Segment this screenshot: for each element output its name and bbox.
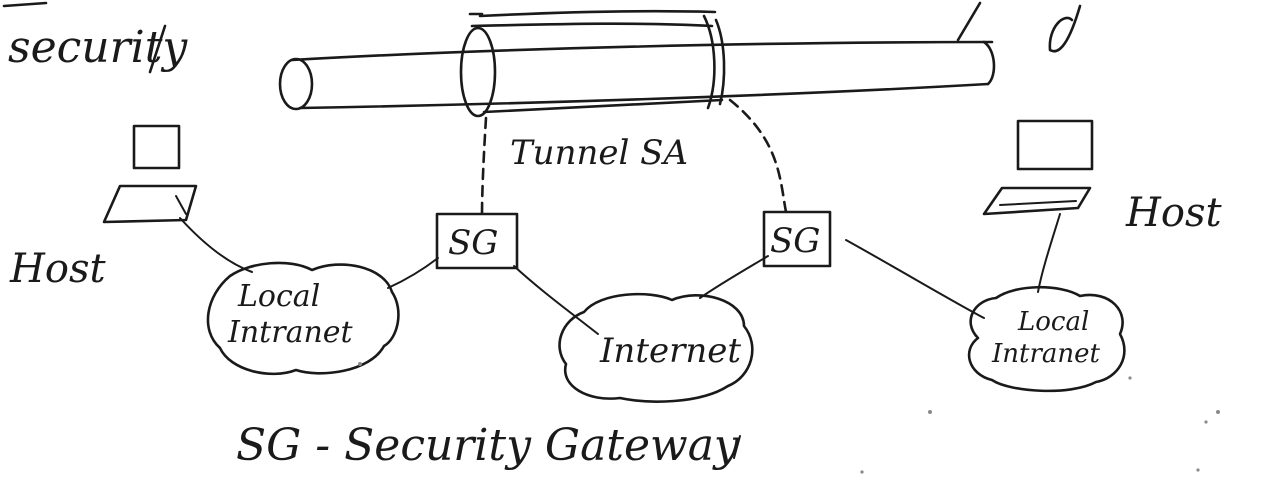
tunnel-link-right — [730, 100, 786, 212]
link-host-right-to-intranet — [1038, 214, 1060, 292]
host-left-keyboard — [104, 186, 196, 222]
gateway-right-label: SG — [770, 221, 820, 261]
host-left-label: Host — [9, 246, 106, 292]
tunnel-top-edge — [292, 42, 992, 60]
link-intranet-left-to-sg — [388, 258, 438, 288]
tunnel-left-end — [280, 59, 312, 109]
host-left-monitor — [134, 126, 179, 168]
sa-tube-right-end-b — [716, 20, 724, 104]
link-sg-left-to-internet — [514, 266, 598, 334]
host-right-keyboard-line — [1000, 201, 1076, 205]
link-internet-to-sg-right — [700, 256, 768, 298]
sa-tube-top-inner — [472, 24, 712, 26]
gateway-right: SG — [764, 212, 830, 266]
tunnel-label: Tunnel SA — [510, 133, 688, 173]
gateway-left-label: SG — [448, 223, 498, 263]
heading-fragment: security — [8, 22, 188, 73]
cloud-right-line2: Intranet — [991, 339, 1101, 369]
tunnel-cylinder — [280, 11, 994, 116]
legend-caption: SG - Security Gateway — [236, 420, 740, 471]
cloud-center-line1: Internet — [599, 331, 741, 371]
heading-underline — [4, 3, 46, 6]
cloud-left-line2: Intranet — [227, 315, 354, 350]
top-right-stroke — [958, 3, 980, 40]
sa-tube-top — [480, 11, 715, 16]
host-right-monitor — [1018, 121, 1092, 169]
host-left-keyboard-tick — [176, 196, 186, 214]
cloud-right-line1: Local — [1017, 307, 1089, 337]
tunnel-link-left — [482, 118, 486, 214]
host-left — [104, 126, 196, 222]
sa-tube-left-end — [461, 28, 495, 116]
tunnel-right-end — [984, 42, 994, 84]
top-right-glyph — [1050, 6, 1080, 51]
gateway-left: SG — [437, 214, 517, 268]
host-right — [984, 121, 1092, 214]
cloud-left-line1: Local — [237, 279, 320, 314]
host-right-label: Host — [1125, 190, 1222, 236]
link-sg-right-to-intranet — [846, 240, 984, 318]
sa-tube-right-end-a — [704, 16, 714, 108]
link-host-left-to-intranet — [180, 218, 252, 272]
